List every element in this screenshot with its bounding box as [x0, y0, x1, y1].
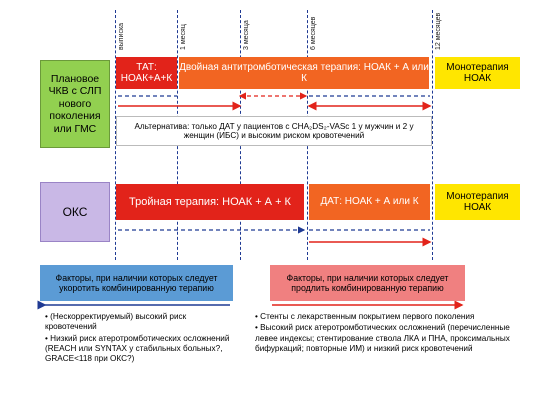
planned-pci-label: Плановое ЧКВ с СЛП нового поколения или … [40, 60, 110, 148]
acs-label: ОКС [40, 182, 110, 242]
dual-therapy-box: Двойная антитромботическая терапия: НОАК… [179, 57, 429, 89]
timeline-line-12-months [432, 10, 433, 260]
extend-item: • Стенты с лекарственным покрытием перво… [255, 312, 475, 321]
acs-mono-box: Монотерапия НОАК [435, 184, 520, 220]
alternative-note: Альтернатива: только ДАТ у пациентов с C… [116, 116, 432, 146]
shorten-factors-title: Факторы, при наличии которых следует уко… [40, 265, 233, 301]
timeline-line-discharge [115, 10, 116, 260]
shorten-item: • Низкий риск атеротромботических осложн… [45, 333, 230, 364]
tat-box: ТАТ: НОАК+А+К [116, 57, 177, 89]
extend-factors-list: • Стенты с лекарственным покрытием перво… [255, 312, 525, 355]
shorten-item: • (Нескорректируемый) высокий риск крово… [45, 312, 187, 332]
extend-item: • Высокий риск атеротромботических ослож… [255, 323, 510, 353]
extend-factors-title: Факторы, при наличии которых следует про… [270, 265, 465, 301]
triple-therapy-box: Тройная терапия: НОАК + А + К [116, 184, 304, 220]
planned-mono-box: Монотерапия НОАК [435, 57, 520, 89]
acs-dat-box: ДАТ: НОАК + А или К [309, 184, 430, 220]
shorten-factors-list: • (Нескорректируемый) высокий риск крово… [45, 312, 235, 365]
